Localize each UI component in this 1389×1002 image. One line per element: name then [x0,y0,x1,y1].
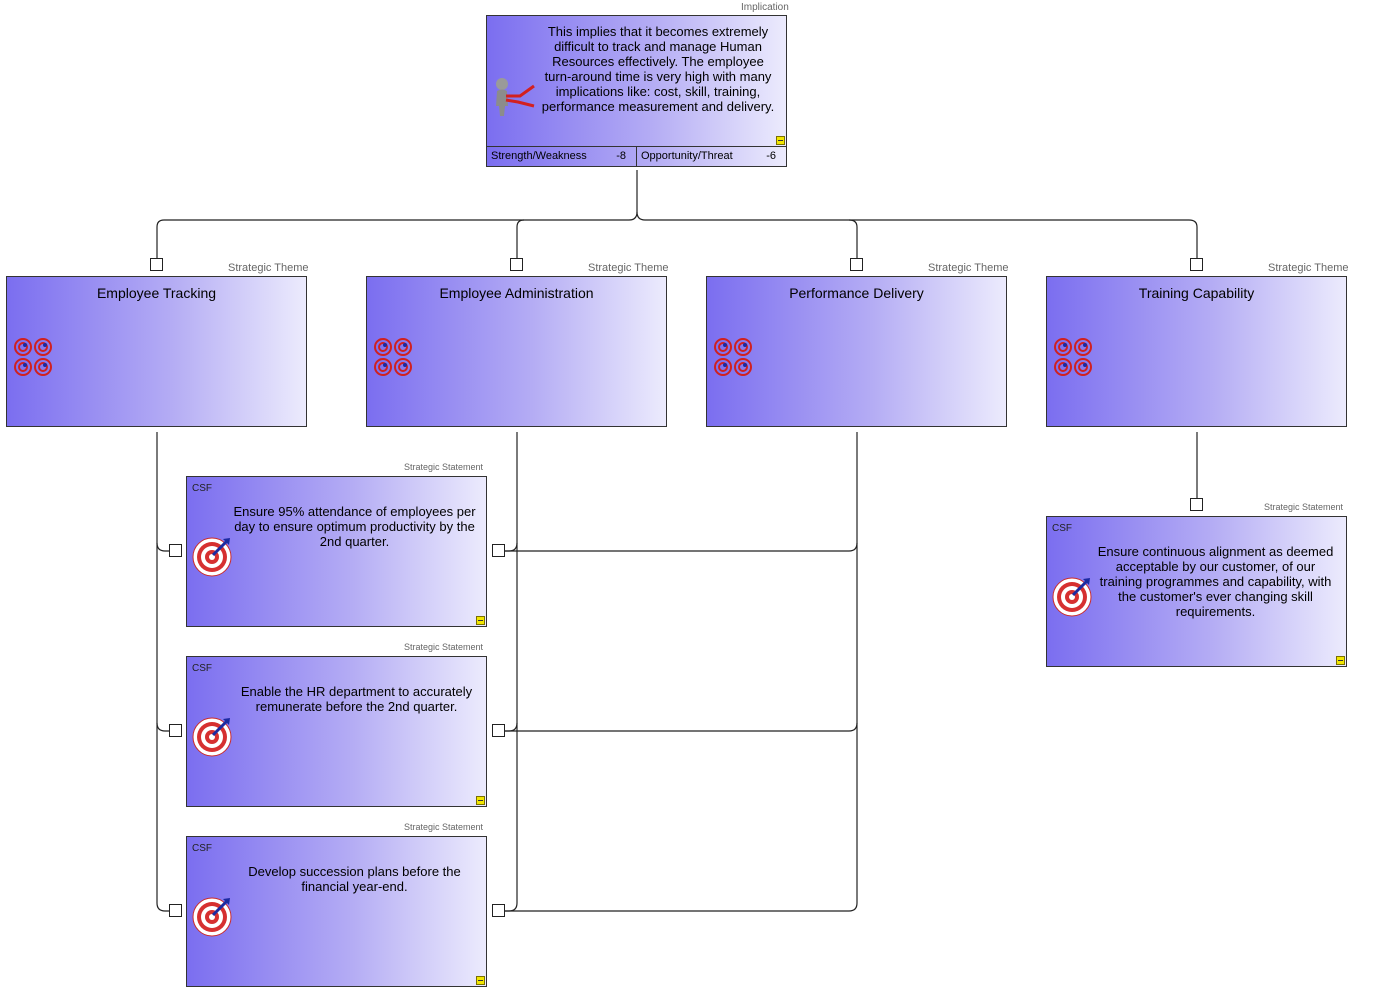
implication-node[interactable]: This implies that it becomes extremely d… [486,15,787,167]
strength-weakness-cell: Strength/Weakness -8 [487,147,636,166]
theme-input-port[interactable] [850,258,863,271]
statement-output-port[interactable] [492,904,505,917]
theme-employee-tracking[interactable]: Employee Tracking [6,276,307,427]
statement-input-port[interactable] [169,724,182,737]
connector-theme-admin-drop [516,219,525,258]
implication-type-label: Implication [741,2,789,13]
target-grid-icon [374,338,412,376]
theme-employee-administration[interactable]: Employee Administration [366,276,667,427]
theme-type-label: Strategic Theme [928,262,1009,274]
statement-type-label: Strategic Statement [404,642,484,652]
opportunity-threat-cell: Opportunity/Threat -6 [636,147,786,166]
statement-text: Ensure continuous alignment as deemed ac… [1097,544,1334,619]
connector-admin-statement-2 [505,722,518,732]
csf-tag: CSF [192,483,212,494]
strength-weakness-value: -8 [616,150,626,162]
theme-input-port[interactable] [150,258,163,271]
connector-admin-statements [505,432,518,912]
connector-theme-performance-drop [848,219,858,258]
connector-admin-statement-1 [505,542,518,552]
target-grid-icon [14,338,52,376]
connector-theme-admin [636,211,1198,258]
connector-tracking-statement-2 [156,722,169,732]
connector-performance-statement-1 [505,542,858,552]
theme-type-label: Strategic Theme [1268,262,1349,274]
statement-type-label: Strategic Statement [404,462,484,472]
theme-type-label: Strategic Theme [588,262,669,274]
collapse-icon[interactable] [476,976,485,985]
theme-type-label: Strategic Theme [228,262,309,274]
statement-text: Develop succession plans before the fina… [248,864,461,894]
person-pulling-rope-icon [496,78,535,116]
implication-text: This implies that it becomes extremely d… [541,24,775,114]
opportunity-threat-label: Opportunity/Threat [641,150,733,162]
statement-input-port[interactable] [169,544,182,557]
theme-training-capability[interactable]: Training Capability [1046,276,1347,427]
theme-title: Performance Delivery [789,285,924,301]
theme-title: Training Capability [1138,285,1255,301]
theme-title: Employee Tracking [96,285,217,301]
dart-target-icon [192,537,232,577]
connector-performance-statements [505,432,858,912]
dart-target-icon [192,717,232,757]
theme-input-port[interactable] [1190,258,1203,271]
csf-tag: CSF [192,843,212,854]
statement-succession[interactable]: CSF Develop succession plans before the … [186,836,487,987]
statement-text: Enable the HR department to accurately r… [240,684,473,714]
statement-type-label: Strategic Statement [1264,502,1344,512]
statement-output-port[interactable] [492,544,505,557]
statement-output-port[interactable] [492,724,505,737]
collapse-icon[interactable] [1336,656,1345,665]
score-bar: Strength/Weakness -8 Opportunity/Threat … [487,146,786,166]
collapse-icon[interactable] [776,136,785,145]
csf-tag: CSF [192,663,212,674]
connector-tracking-statement-1 [156,542,169,552]
dart-target-icon [192,897,232,937]
connector-tracking-statements [156,432,169,912]
statement-training-alignment[interactable]: CSF Ensure continuous alignment as deeme… [1046,516,1347,667]
theme-title: Employee Administration [439,285,594,301]
connector-implication-trunk [156,170,638,258]
csf-tag: CSF [1052,523,1072,534]
opportunity-threat-value: -6 [766,150,776,162]
target-grid-icon [1054,338,1092,376]
collapse-icon[interactable] [476,796,485,805]
statement-text: Ensure 95% attendance of employees per d… [233,504,476,549]
target-grid-icon [714,338,752,376]
connector-performance-statement-2 [505,722,858,732]
collapse-icon[interactable] [476,616,485,625]
strength-weakness-label: Strength/Weakness [491,150,587,162]
statement-type-label: Strategic Statement [404,822,484,832]
theme-performance-delivery[interactable]: Performance Delivery [706,276,1007,427]
statement-input-port[interactable] [169,904,182,917]
statement-remuneration[interactable]: CSF Enable the HR department to accurate… [186,656,487,807]
theme-input-port[interactable] [510,258,523,271]
statement-input-port[interactable] [1190,498,1203,511]
dart-target-icon [1052,577,1092,617]
statement-attendance[interactable]: CSF Ensure 95% attendance of employees p… [186,476,487,627]
